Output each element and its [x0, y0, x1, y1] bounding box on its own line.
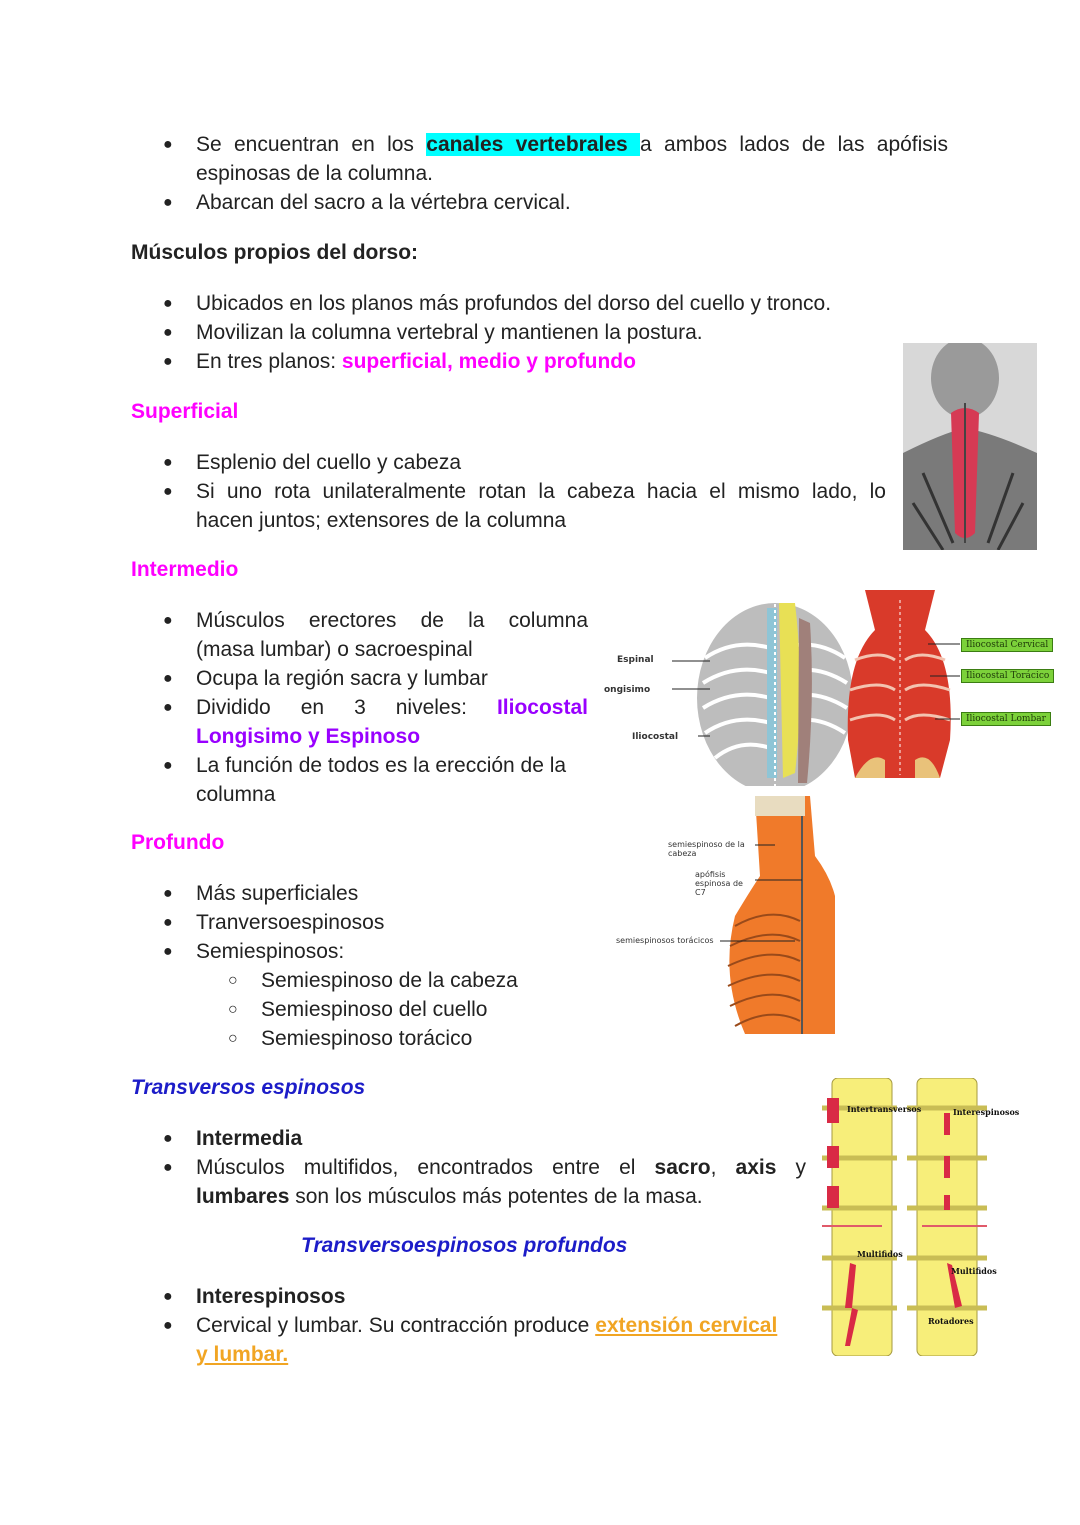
- section-heading-transversos: Transversos espinosos: [131, 1076, 366, 1099]
- bullet: ●: [163, 295, 173, 312]
- splenius-muscle-image: [903, 343, 1037, 550]
- bullet: ●: [163, 483, 173, 500]
- figure-label: Rotadores: [928, 1316, 974, 1326]
- list-item: Ocupa la región sacra y lumbar: [196, 667, 488, 690]
- bullet: ●: [163, 943, 173, 960]
- list-item: Dividido en 3 niveles: Iliocostal: [196, 696, 588, 719]
- list-item: Ubicados en los planos más profundos del…: [196, 292, 832, 315]
- list-item: Esplenio del cuello y cabeza: [196, 451, 462, 474]
- list-item: Interespinosos: [196, 1285, 346, 1308]
- bullet: ●: [163, 1288, 173, 1305]
- list-item-cont: lumbares son los músculos más potentes d…: [196, 1185, 703, 1208]
- section-heading-profundo: Profundo: [131, 831, 225, 854]
- transversospinal-image: [822, 1078, 987, 1356]
- sub-bullet: ○: [228, 972, 238, 989]
- bullet: ●: [163, 324, 173, 341]
- section-heading-intermedio: Intermedio: [131, 558, 239, 581]
- bullet: ●: [163, 1130, 173, 1147]
- list-item: Semiespinosos:: [196, 940, 345, 963]
- bullet: ●: [163, 699, 173, 716]
- erector-spinae-image: [697, 598, 853, 786]
- sub-list-item: Semiespinoso de la cabeza: [261, 969, 518, 992]
- bullet: ●: [163, 612, 173, 629]
- list-item: Más superficiales: [196, 882, 359, 905]
- list-item-cont: hacen juntos; extensores de la columna: [196, 509, 567, 532]
- figure-label: Iliocostal Torácico: [961, 669, 1055, 683]
- list-item-cont: y lumbar.: [196, 1343, 289, 1366]
- list-item: Si uno rota unilateralmente rotan la cab…: [196, 480, 886, 503]
- bullet: ●: [163, 454, 173, 471]
- sub-list-item: Semiespinoso del cuello: [261, 998, 488, 1021]
- intro-bullet-1: Se encuentran en los canales vertebrales…: [196, 133, 948, 156]
- figure-label: ongisimo: [604, 685, 651, 695]
- bullet: ●: [163, 353, 173, 370]
- sub-list-item: Semiespinoso torácico: [261, 1027, 473, 1050]
- figure-label: Interespinosos: [953, 1107, 1020, 1117]
- section-heading: Músculos propios del dorso:: [131, 241, 419, 264]
- bullet: ●: [163, 885, 173, 902]
- subheading: Transversoespinosos profundos: [301, 1234, 628, 1257]
- sub-bullet: ○: [228, 1001, 238, 1018]
- intro-bullet-1-cont: espinosas de la columna.: [196, 162, 433, 185]
- figure-label: Multifidos: [951, 1266, 997, 1276]
- figure-label: Iliocostal Cervical: [961, 638, 1054, 652]
- bullet: ●: [163, 136, 173, 153]
- semispinalis-image: [720, 796, 835, 1034]
- figure-label: Iliocostal Lombar: [961, 712, 1051, 726]
- bullet: ●: [163, 757, 173, 774]
- bullet: ●: [163, 1159, 173, 1176]
- list-item: La función de todos es la erección de la: [196, 754, 567, 777]
- figure-label: apófisis espinosa de C7: [695, 870, 743, 897]
- list-item-cont: Longisimo y Espinoso: [196, 725, 421, 748]
- iliocostal-image: [847, 590, 960, 778]
- label-lines: [672, 660, 710, 737]
- list-item: Cervical y lumbar. Su contracción produc…: [196, 1314, 778, 1337]
- figure-label: semiespinosos torácicos: [616, 936, 714, 945]
- list-item-cont: (masa lumbar) o sacroespinal: [196, 638, 473, 661]
- sub-bullet: ○: [228, 1030, 238, 1047]
- bullet: ●: [163, 194, 173, 211]
- bullet: ●: [163, 1317, 173, 1334]
- list-item: En tres planos: superficial, medio y pro…: [196, 350, 636, 373]
- figure-label: Iliocostal: [632, 732, 679, 742]
- list-item: Músculos multifidos, encontrados entre e…: [196, 1156, 806, 1179]
- list-item: Intermedia: [196, 1127, 303, 1150]
- figure-label: semiespinoso de la cabeza: [668, 840, 745, 858]
- bullet: ●: [163, 914, 173, 931]
- bullet: ●: [163, 670, 173, 687]
- list-item: Movilizan la columna vertebral y mantien…: [196, 321, 703, 344]
- figure-label: Intertransversos: [847, 1104, 922, 1114]
- list-item: Músculos erectores de la columna: [196, 609, 588, 632]
- intro-bullet-2: Abarcan del sacro a la vértebra cervical…: [196, 191, 571, 214]
- list-item: Tranversoespinosos: [196, 911, 385, 934]
- list-item-cont: columna: [196, 783, 276, 806]
- section-heading-superficial: Superficial: [131, 400, 239, 423]
- figure-label: Espinal: [617, 655, 654, 665]
- figure-label: Multifidos: [857, 1249, 903, 1259]
